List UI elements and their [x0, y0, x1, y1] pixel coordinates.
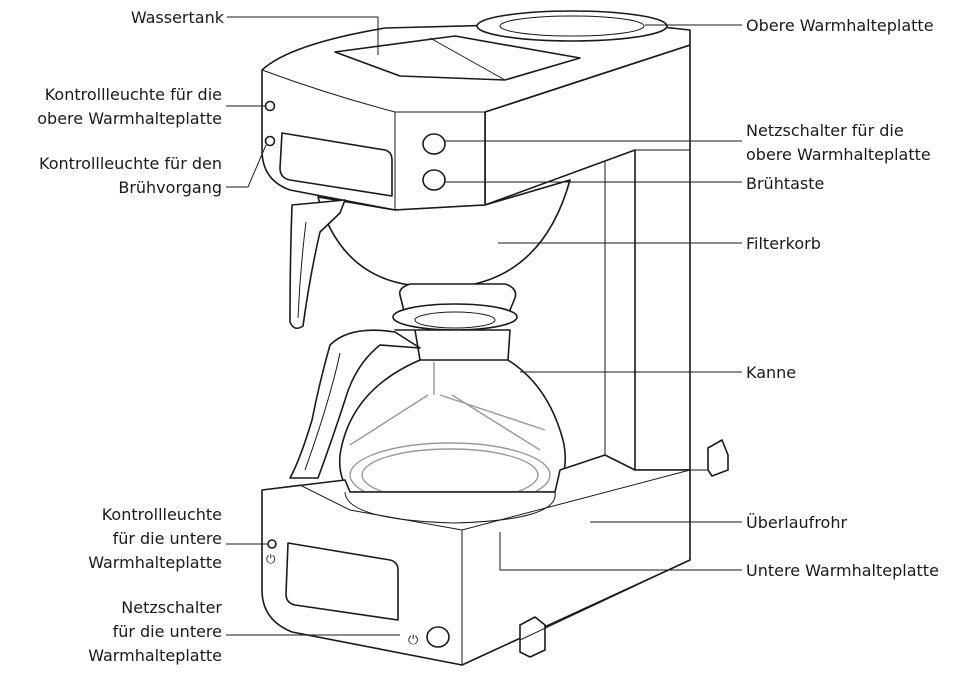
label-kontroll-untere-line3: Warmhalteplatte: [88, 553, 222, 572]
label-kontroll-bruehen-line1: Kontrollleuchte für den: [39, 154, 222, 173]
label-netzschalter-oben-line1: Netzschalter für die: [746, 121, 904, 140]
label-netzschalter-unten-line1: Netzschalter: [121, 598, 222, 617]
rear-foot: [707, 439, 729, 477]
label-kontroll-obere-line1: Kontrollleuchte für die: [45, 85, 222, 104]
leader-lines: [226, 16, 742, 636]
upper-plate-switch-button[interactable]: [422, 133, 446, 155]
label-netzschalter-unten-line2: für die untere: [113, 622, 222, 641]
lower-power-symbol-icon: ⏻: [266, 552, 276, 566]
labels: Wassertank Obere Warmhalteplatte Kontrol…: [37, 8, 939, 665]
base-window: [285, 542, 399, 621]
head-window: [279, 132, 393, 197]
label-kontroll-untere-line1: Kontrollleuchte: [102, 505, 222, 524]
brew-button[interactable]: [422, 169, 446, 191]
upper-plate-lamp-icon: [264, 100, 276, 112]
carafe: [289, 329, 566, 508]
label-ueberlaufrohr: Überlaufrohr: [746, 513, 847, 532]
label-wassertank: Wassertank: [131, 8, 225, 27]
label-untere-warmhalteplatte: Untere Warmhalteplatte: [746, 561, 939, 580]
label-bruehtaste: Brühtaste: [746, 174, 824, 193]
machine-illustration: ⏻ ⏻: [261, 10, 729, 666]
lower-plate-lamp-icon: [267, 539, 277, 549]
lower-plate-switch-button[interactable]: [426, 626, 450, 648]
power-symbol-icon: ⏻: [408, 633, 418, 648]
label-kontroll-bruehen-line2: Brühvorgang: [118, 178, 222, 197]
label-obere-warmhalteplatte: Obere Warmhalteplatte: [746, 16, 934, 35]
brew-lamp-icon: [264, 135, 276, 147]
label-kontroll-obere-line2: obere Warmhalteplatte: [37, 109, 222, 128]
upper-warming-plate: [476, 10, 668, 42]
label-netzschalter-unten-line3: Warmhalteplatte: [88, 646, 222, 665]
label-netzschalter-oben-line2: obere Warmhalteplatte: [746, 145, 931, 164]
front-foot: [519, 616, 546, 658]
water-tank-lid: [334, 35, 581, 81]
label-kontroll-untere-line2: für die untere: [113, 529, 222, 548]
label-filterkorb: Filterkorb: [746, 234, 821, 253]
label-kanne: Kanne: [746, 363, 796, 382]
